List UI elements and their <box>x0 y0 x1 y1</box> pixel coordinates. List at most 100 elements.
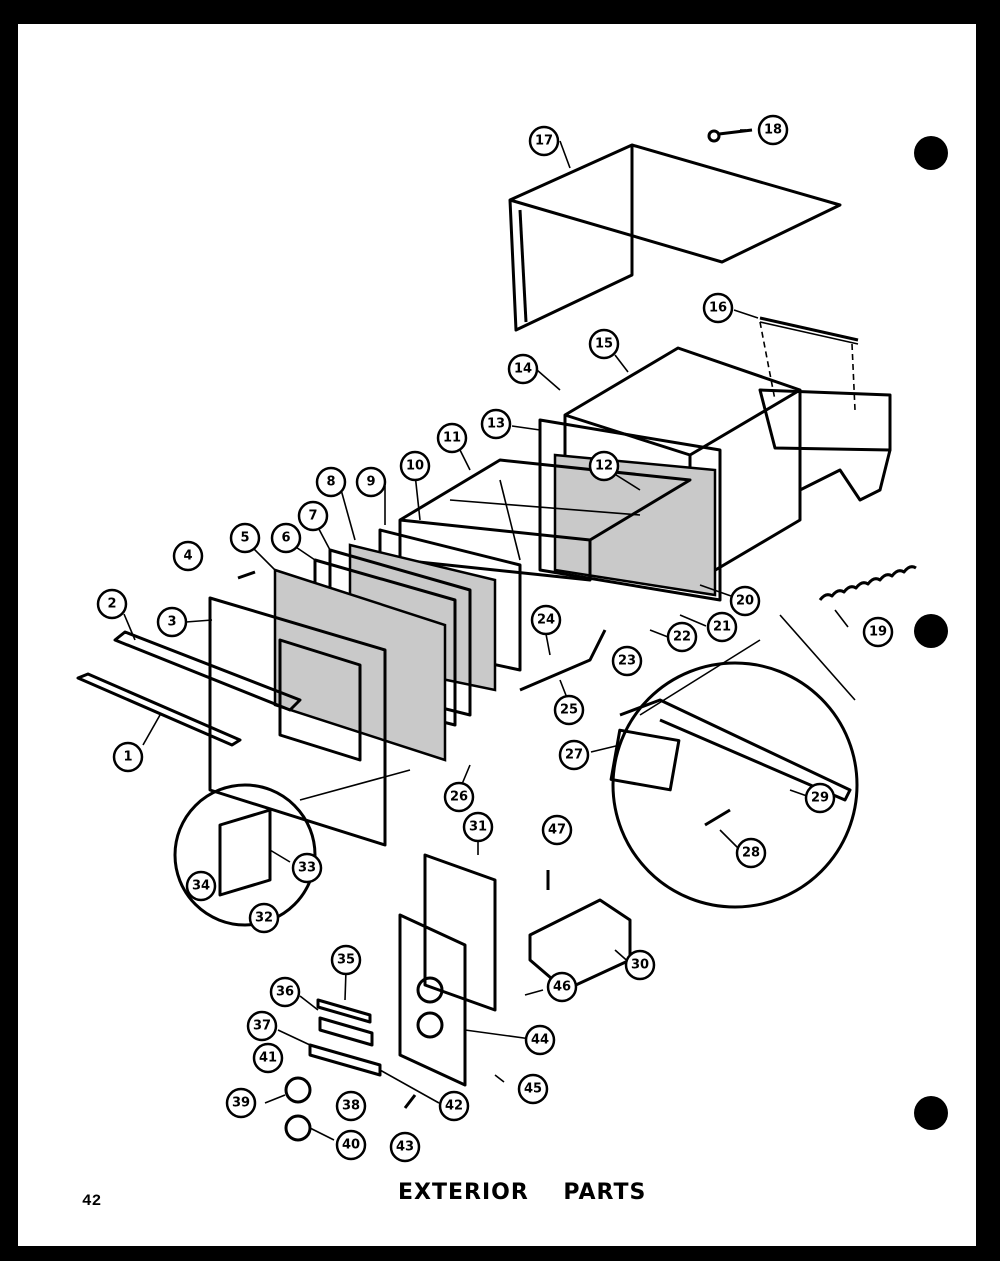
callout-36: 36 <box>269 976 301 1008</box>
svg-text:30: 30 <box>631 958 649 973</box>
callout-9: 9 <box>355 466 387 498</box>
svg-text:3: 3 <box>167 615 176 630</box>
callout-12: 12 <box>588 450 620 482</box>
callout-10: 10 <box>399 450 431 482</box>
callout-29: 29 <box>804 782 836 814</box>
parts-sheet: 1 2 3 4 5 6 7 8 9 10 11 12 13 14 15 16 1… <box>18 24 976 1246</box>
control-panel-bracket <box>398 913 467 1087</box>
svg-text:20: 20 <box>736 594 754 609</box>
svg-text:35: 35 <box>337 953 355 968</box>
hinge-detail-view <box>173 769 411 927</box>
svg-text:10: 10 <box>406 459 424 474</box>
callout-46: 46 <box>546 971 578 1003</box>
callout-4: 4 <box>172 540 204 572</box>
svg-text:33: 33 <box>298 861 316 876</box>
svg-text:6: 6 <box>281 531 290 546</box>
callout-14: 14 <box>507 353 539 385</box>
svg-text:22: 22 <box>673 630 691 645</box>
callout-11: 11 <box>436 422 468 454</box>
svg-text:43: 43 <box>396 1140 414 1155</box>
svg-text:44: 44 <box>531 1033 549 1048</box>
callout-20: 20 <box>729 585 761 617</box>
svg-text:45: 45 <box>524 1082 542 1097</box>
control-knob-upper <box>284 1076 312 1104</box>
svg-text:13: 13 <box>487 417 505 432</box>
callout-42: 42 <box>438 1090 470 1122</box>
svg-text:1: 1 <box>123 750 132 765</box>
svg-text:25: 25 <box>560 703 578 718</box>
svg-text:16: 16 <box>709 301 727 316</box>
callout-21: 21 <box>706 611 738 643</box>
screw-43 <box>403 1094 417 1109</box>
callout-37: 37 <box>246 1010 278 1042</box>
svg-text:2: 2 <box>107 597 116 612</box>
callout-7: 7 <box>297 500 329 532</box>
callout-15: 15 <box>588 328 620 360</box>
callout-41: 41 <box>252 1042 284 1074</box>
svg-text:18: 18 <box>764 123 782 138</box>
svg-text:11: 11 <box>443 431 461 446</box>
button-strip-36 <box>318 1016 374 1047</box>
callout-5: 5 <box>229 522 261 554</box>
callout-28: 28 <box>735 837 767 869</box>
svg-text:14: 14 <box>514 362 532 377</box>
page-title: EXTERIOR PARTS <box>398 1180 647 1205</box>
button-strip-37 <box>308 1043 382 1077</box>
svg-text:39: 39 <box>232 1096 250 1111</box>
callout-38: 38 <box>335 1090 367 1122</box>
callout-3: 3 <box>156 606 188 638</box>
svg-text:38: 38 <box>342 1099 360 1114</box>
callout-44: 44 <box>524 1024 556 1056</box>
callout-23: 23 <box>611 645 643 677</box>
svg-text:21: 21 <box>713 620 731 635</box>
svg-text:17: 17 <box>535 134 553 149</box>
callout-32: 32 <box>248 902 280 934</box>
binder-hole-bottom <box>914 1096 948 1130</box>
door-spring <box>818 565 917 601</box>
callout-13: 13 <box>480 408 512 440</box>
svg-text:7: 7 <box>308 509 317 524</box>
callout-45: 45 <box>517 1073 549 1105</box>
callout-39: 39 <box>225 1087 257 1119</box>
control-knob-lower <box>284 1114 312 1142</box>
callout-40: 40 <box>335 1129 367 1161</box>
binder-hole-middle <box>914 614 948 648</box>
svg-text:46: 46 <box>553 980 571 995</box>
svg-text:23: 23 <box>618 654 636 669</box>
svg-text:42: 42 <box>445 1099 463 1114</box>
svg-text:41: 41 <box>259 1051 277 1066</box>
latch-detail-view <box>609 614 859 909</box>
svg-text:32: 32 <box>255 911 273 926</box>
callout-31: 31 <box>462 811 494 843</box>
svg-text:31: 31 <box>469 820 487 835</box>
svg-text:8: 8 <box>326 475 335 490</box>
svg-text:19: 19 <box>869 625 887 640</box>
callout-43: 43 <box>389 1131 421 1163</box>
switch-bracket <box>528 898 632 992</box>
callout-33: 33 <box>291 852 323 884</box>
svg-text:28: 28 <box>742 846 760 861</box>
cabinet-cover <box>508 143 842 332</box>
callout-27: 27 <box>558 739 590 771</box>
svg-text:34: 34 <box>192 879 210 894</box>
svg-text:29: 29 <box>811 791 829 806</box>
svg-text:47: 47 <box>548 823 566 838</box>
bottom-strip <box>76 672 242 747</box>
button-strip-35 <box>316 998 372 1024</box>
callout-35: 35 <box>330 944 362 976</box>
front-frame <box>538 418 722 602</box>
callout-6: 6 <box>270 522 302 554</box>
svg-text:36: 36 <box>276 985 294 1000</box>
control-panel-overlay <box>423 853 497 1012</box>
callout-19: 19 <box>862 616 894 648</box>
binder-hole-top <box>914 136 948 170</box>
leader-lines <box>123 129 849 1141</box>
callout-1: 1 <box>112 741 144 773</box>
door-trim <box>113 630 302 712</box>
mesh-panel <box>553 453 717 597</box>
callout-17: 17 <box>528 125 560 157</box>
callout-18: 18 <box>757 114 789 146</box>
svg-text:15: 15 <box>595 337 613 352</box>
callout-25: 25 <box>553 694 585 726</box>
callout-8: 8 <box>315 466 347 498</box>
